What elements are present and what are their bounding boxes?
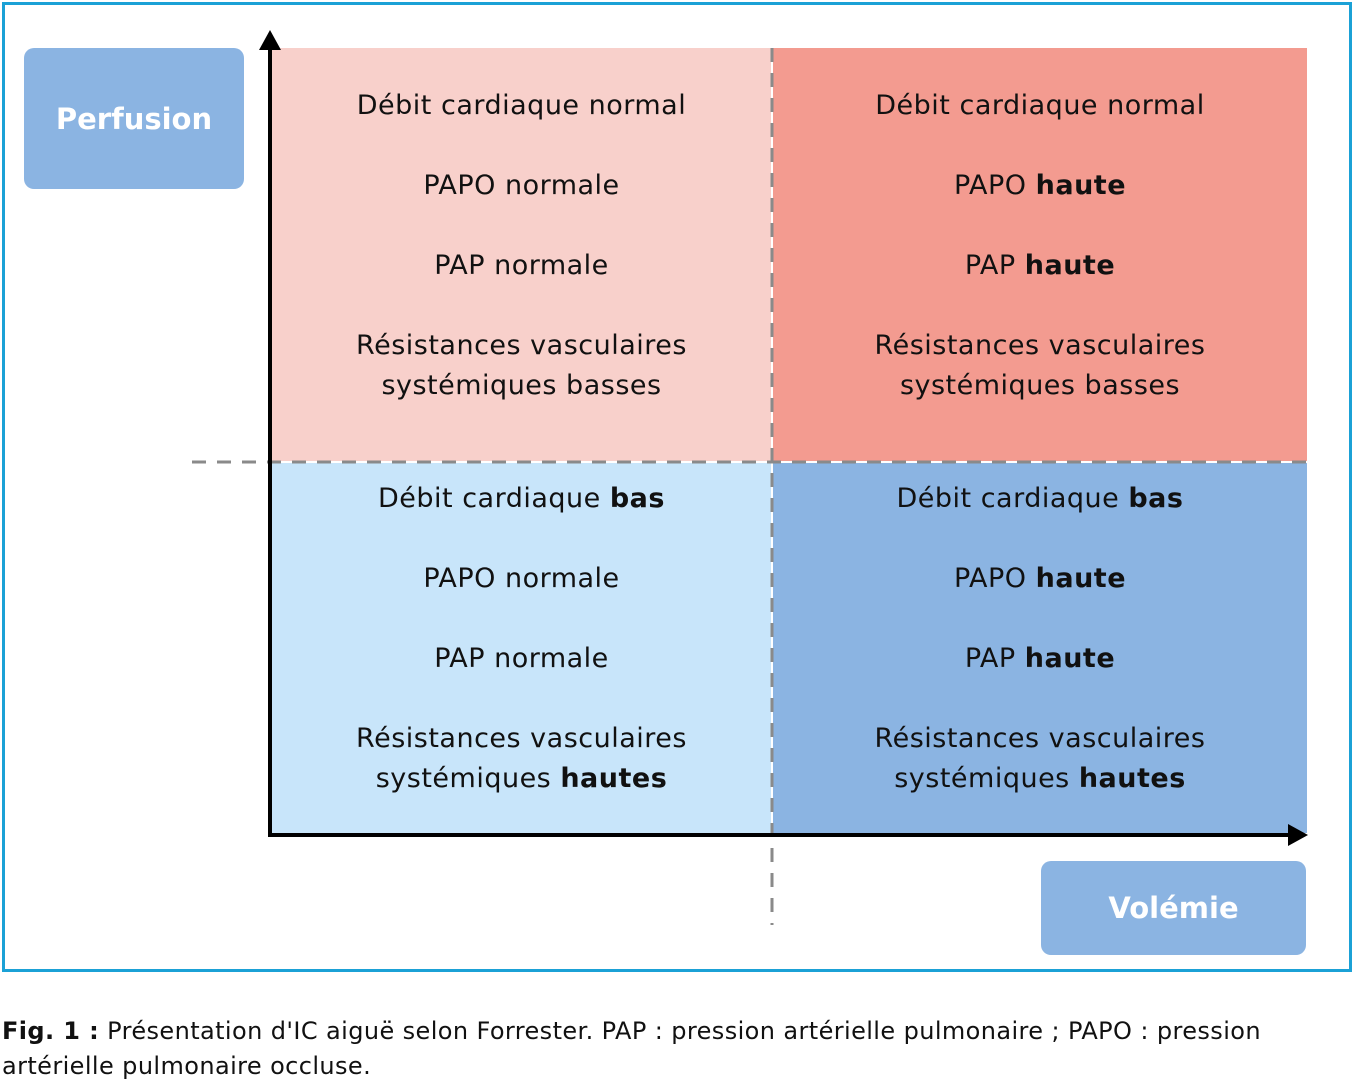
y-axis-arrow [259, 30, 281, 50]
quadrant-line: Résistances vasculaires systémiques haut… [874, 723, 1206, 794]
quadrant-line: PAP normale [434, 643, 609, 674]
quadrant-bottom-left: Débit cardiaque bas PAPO normale PAP nor… [272, 463, 771, 833]
quadrant-line: PAP haute [964, 643, 1116, 674]
quadrant-top-right: Débit cardiaque normal PAPO haute PAP ha… [773, 48, 1307, 461]
quadrant-line: Résistances vasculaires systémiques bass… [874, 330, 1206, 401]
figure-frame [2, 2, 1352, 972]
quadrant-top-left: Débit cardiaque normal PAPO normale PAP … [272, 48, 771, 461]
figure-caption: Fig. 1 : Présentation d'IC aiguë selon F… [2, 1014, 1356, 1084]
y-axis-label: Perfusion [24, 48, 244, 189]
quadrant-line: Résistances vasculaires systémiques haut… [356, 723, 687, 794]
quadrant-line: Résistances vasculaires systémiques bass… [356, 330, 687, 401]
quadrant-line: PAPO haute [953, 563, 1127, 594]
x-axis-label: Volémie [1041, 861, 1306, 955]
quadrant-line: PAP normale [434, 250, 609, 281]
caption-label: Fig. 1 : [2, 1017, 100, 1045]
quadrant-line: PAPO normale [423, 170, 620, 201]
quadrant-line: PAPO normale [423, 563, 620, 594]
caption-text: Présentation d'IC aiguë selon Forrester.… [2, 1017, 1261, 1080]
quadrant-line: Débit cardiaque normal [875, 90, 1205, 121]
quadrant-line: PAP haute [964, 250, 1116, 281]
quadrant-line: Débit cardiaque normal [356, 90, 687, 121]
quadrant-line: PAPO haute [953, 170, 1127, 201]
quadrant-line: Débit cardiaque bas [896, 483, 1184, 514]
quadrant-line: Débit cardiaque bas [378, 483, 665, 514]
x-axis-arrow [1288, 824, 1308, 846]
axes-layer [192, 30, 1308, 925]
quadrant-bottom-right: Débit cardiaque bas PAPO haute PAP haute… [773, 463, 1307, 833]
